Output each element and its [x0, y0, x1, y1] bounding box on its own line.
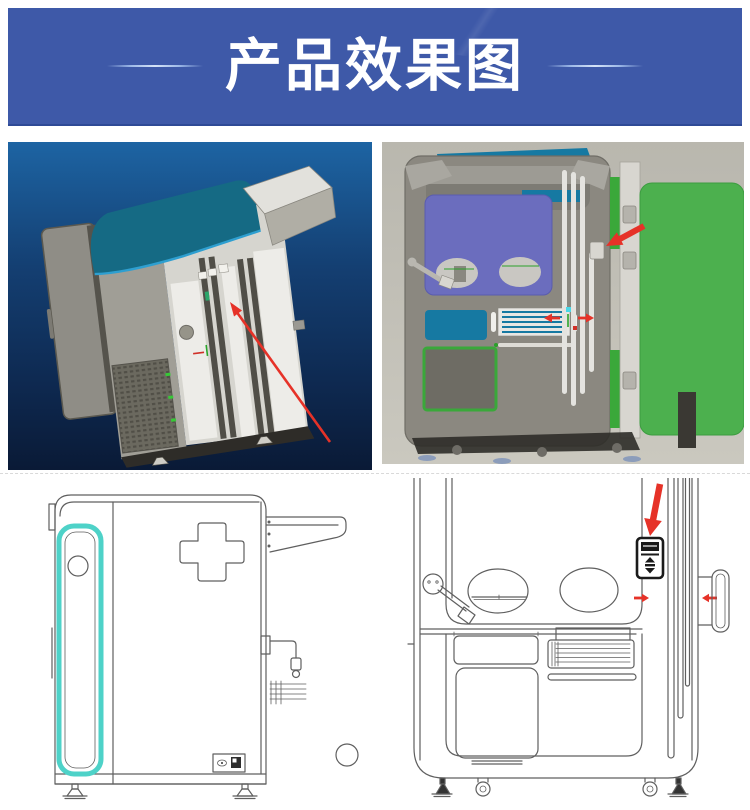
hinges [622, 205, 637, 390]
lock [635, 536, 665, 580]
lower-panel [445, 633, 643, 757]
lever-handle [422, 573, 476, 625]
product-image-front-drawing [380, 478, 750, 810]
red-arrow-lock [644, 483, 664, 536]
faucet [260, 635, 302, 679]
power-box [212, 753, 246, 773]
shelf [265, 516, 347, 553]
cross-cutout [179, 522, 245, 582]
banner: 产品效果图 [8, 8, 742, 126]
red-arrow-latch [606, 223, 646, 246]
side-stripes [562, 170, 594, 406]
feet [151, 436, 274, 466]
measure-arrows [544, 307, 594, 330]
side-view-line-drawing [8, 478, 375, 810]
product-image-front-render [382, 142, 744, 464]
detail-circle [335, 743, 359, 767]
cabinet-outline [407, 478, 699, 779]
left-bracket [48, 503, 56, 531]
product-image-side-drawing [8, 478, 375, 810]
door-seams [667, 478, 691, 759]
right-handle [697, 569, 730, 633]
machine-body [40, 165, 336, 468]
rail-tags [197, 263, 229, 280]
green-trim-panel [422, 346, 498, 412]
red-arrow [230, 302, 332, 443]
glove-port-right [499, 257, 541, 287]
door-frame [619, 161, 641, 439]
row-divider [0, 473, 750, 474]
highlight-strip [56, 523, 104, 777]
lever-handle [406, 256, 455, 290]
glove-ports [467, 567, 619, 614]
front-render-door-open [382, 142, 744, 464]
page-title: 产品效果图 [225, 33, 525, 98]
banner-divider-left [107, 65, 203, 67]
vent-grille [111, 358, 179, 454]
base-feet [54, 783, 267, 800]
side-knob [178, 324, 194, 340]
teal-canopy [90, 180, 261, 275]
banner-divider-right [547, 65, 643, 67]
door-rails [198, 256, 276, 441]
base-feet [431, 777, 689, 798]
upper-door-panel [419, 478, 643, 635]
led-indicators [165, 372, 177, 422]
vent-grille [491, 307, 577, 337]
vent-grille [547, 627, 637, 681]
iso-render-cabinet [8, 142, 372, 470]
teal-tray [425, 310, 487, 340]
drawer [453, 631, 539, 765]
door-latch [589, 241, 605, 260]
front-view-line-drawing [380, 478, 750, 810]
product-image-iso-render [8, 142, 372, 470]
coil [265, 680, 307, 705]
outlet-chute [242, 165, 336, 246]
base-casters [412, 392, 696, 464]
